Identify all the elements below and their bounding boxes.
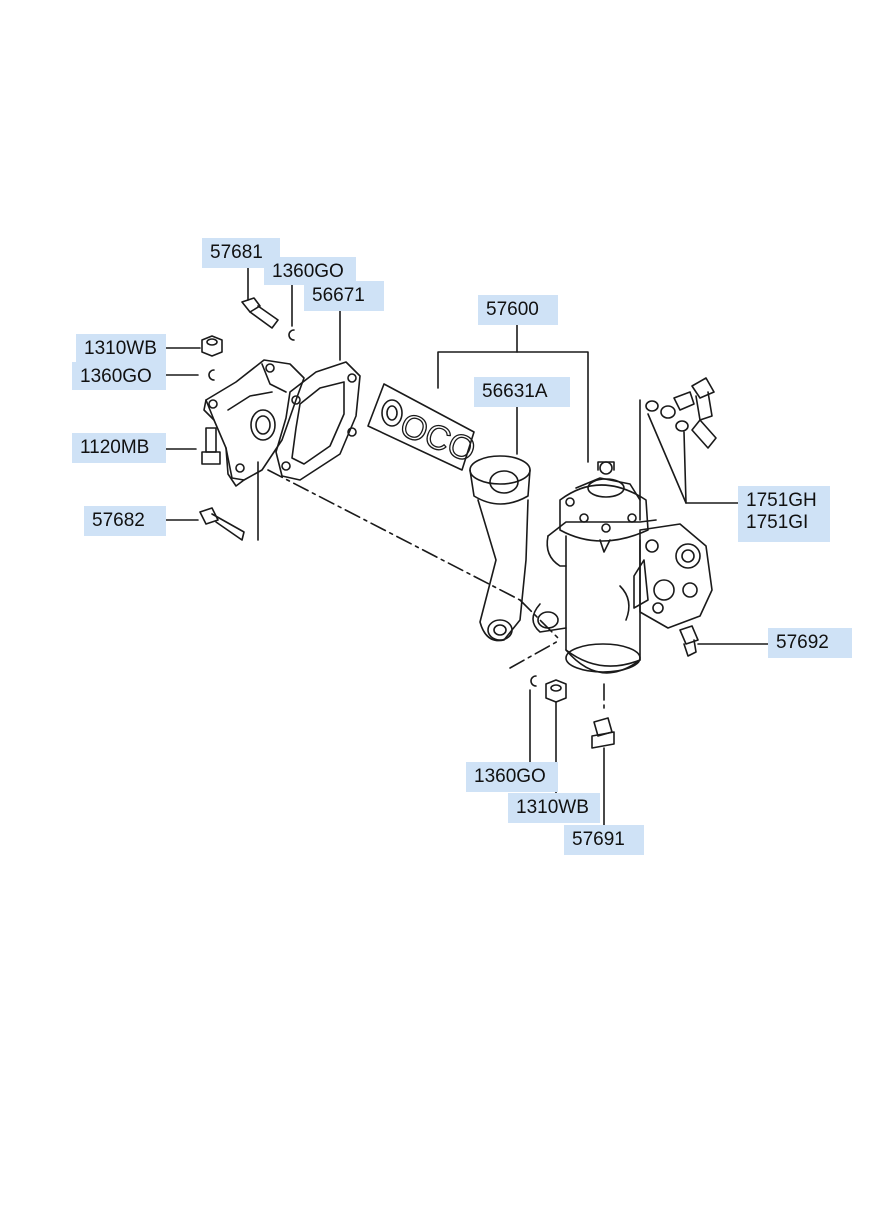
gear-box — [532, 461, 657, 674]
callout-1751gi[interactable]: 1751GI — [746, 512, 809, 533]
clip-1360go-top — [288, 329, 295, 341]
clip-1360go-left — [208, 369, 215, 381]
callout-56631a[interactable]: 56631A — [474, 377, 570, 407]
nut-1310wb-bottom — [545, 679, 567, 703]
callout-57691[interactable]: 57691 — [564, 825, 644, 855]
callout-57682[interactable]: 57682 — [84, 506, 166, 536]
gasket-plate — [275, 361, 361, 481]
bolt-1120mb — [201, 427, 221, 465]
fitting-57691 — [591, 717, 615, 749]
leader-lines — [165, 261, 769, 827]
callout-57692[interactable]: 57692 — [768, 628, 852, 658]
callout-1751gh[interactable]: 1751GH — [746, 490, 817, 511]
fitting-57692 — [679, 625, 699, 657]
callout-57600[interactable]: 57600 — [478, 295, 558, 325]
seal-kit-panel — [367, 383, 475, 471]
callout-1310wb-left[interactable]: 1310WB — [76, 334, 166, 364]
callout-1751[interactable]: 1751GH 1751GI — [738, 486, 830, 542]
bolt-57682 — [199, 507, 245, 541]
seal-kit-stamp: OCO — [395, 406, 481, 470]
fittings-1751 — [645, 377, 717, 449]
clip-1360go-bottom — [530, 675, 537, 687]
steering-bracket — [203, 359, 305, 487]
callout-1120mb[interactable]: 1120MB — [72, 433, 166, 463]
callout-1360go-left[interactable]: 1360GO — [72, 362, 166, 390]
callout-1360go-top[interactable]: 1360GO — [264, 257, 356, 285]
bolt-57681 — [241, 297, 279, 329]
callout-1360go-bottom[interactable]: 1360GO — [466, 762, 558, 792]
callout-1310wb-bottom[interactable]: 1310WB — [508, 793, 600, 823]
callout-56671[interactable]: 56671 — [304, 281, 384, 311]
pitman-arm — [469, 455, 531, 642]
control-valve — [633, 523, 713, 629]
center-line — [267, 469, 605, 713]
nut-1310wb-left — [201, 335, 223, 357]
callout-57681[interactable]: 57681 — [202, 238, 280, 268]
